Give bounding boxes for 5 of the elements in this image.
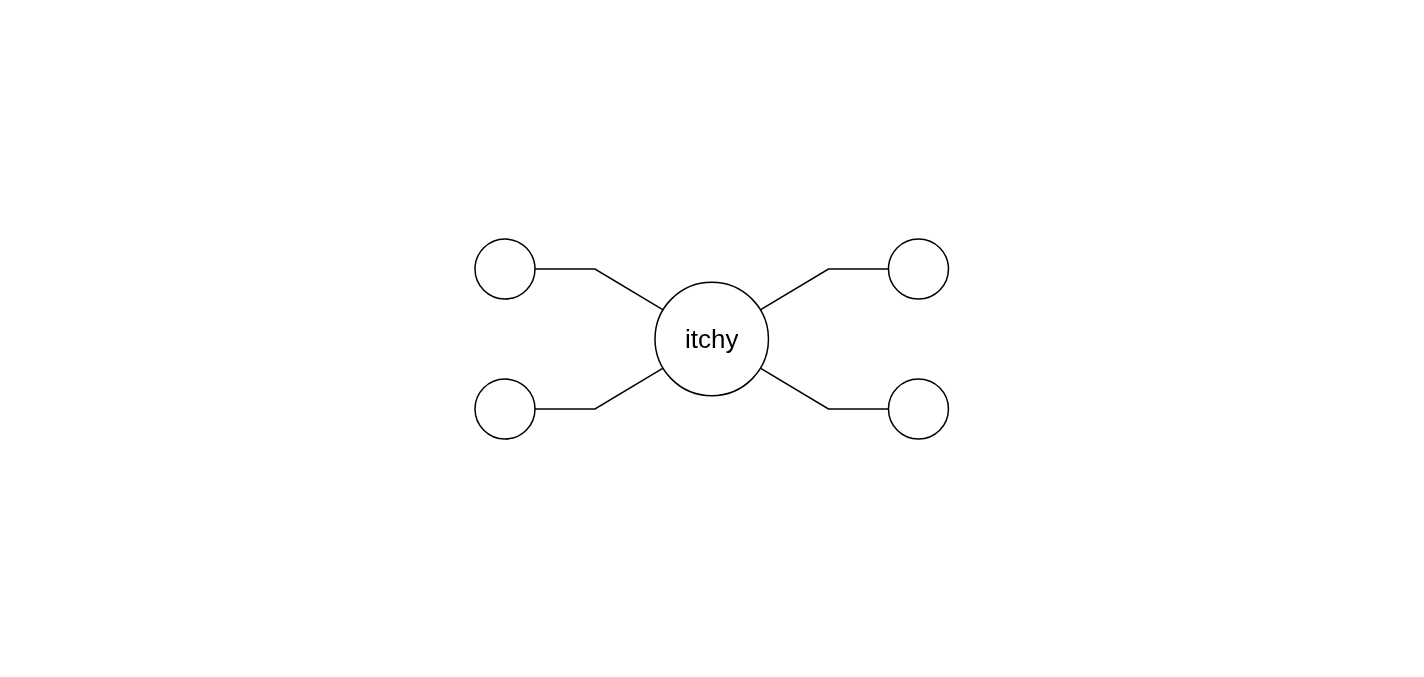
node-ellipse bbox=[474, 237, 536, 300]
node-ellipse bbox=[474, 377, 536, 440]
node-circle: itchy bbox=[654, 281, 770, 396]
node-ellipse bbox=[888, 237, 950, 300]
node-ellipse bbox=[888, 377, 950, 440]
